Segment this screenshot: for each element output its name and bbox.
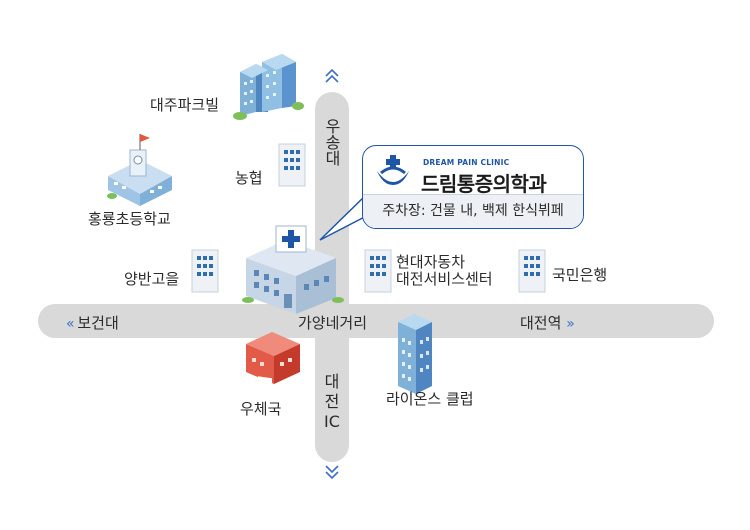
road-label-south-2: 전 [324, 392, 340, 411]
label-hyundai-line2: 대전서비스센터 [396, 270, 493, 288]
tower-building-icon [398, 314, 432, 394]
road-label-south: 대 전 IC [321, 372, 343, 432]
parking-info: 주차장: 건물 내, 백제 한식뷔페 [363, 194, 583, 228]
road-label-south-3: IC [324, 412, 340, 431]
label-hyundai-service-center: 현대자동차 대전서비스센터 [396, 254, 493, 288]
label-post-office: 우체국 [240, 400, 282, 418]
office-building-icon [191, 249, 219, 293]
road-label-west-text: 보건대 [77, 314, 119, 332]
double-chevron-left-icon: « [66, 316, 74, 332]
road-label-east-text: 대전역 [520, 314, 562, 332]
clinic-building-icon [242, 225, 344, 314]
school-building-icon [107, 134, 172, 206]
office-building-icon [364, 249, 392, 293]
label-lions-club: 라이온스 클럽 [386, 390, 474, 408]
label-nonghyup: 농협 [235, 169, 263, 187]
road-label-north: 우송대 [321, 118, 343, 166]
double-chevron-down-icon [325, 465, 339, 480]
label-hyundai-line1: 현대자동차 [396, 253, 466, 271]
post-office-building-icon [246, 332, 300, 387]
label-yangban: 양반고을 [124, 270, 180, 288]
office-building-icon [518, 249, 546, 293]
label-hongryong-school: 홍룡초등학교 [88, 210, 171, 228]
road-label-west: « 보건대 [66, 312, 119, 333]
apartment-building-icon [233, 54, 304, 120]
label-daeju-park-ville: 대주파크빌 [150, 96, 220, 114]
office-building-icon [278, 143, 306, 187]
clinic-name-english: DREAM PAIN CLINIC [423, 158, 510, 167]
clinic-name-korean: 드림통증의학과 [421, 172, 547, 196]
intersection-label: 가양네거리 [298, 314, 368, 332]
road-label-north-text: 우송대 [322, 118, 341, 166]
clinic-callout: DREAM PAIN CLINIC 드림통증의학과 주차장: 건물 내, 백제 … [362, 145, 584, 229]
road-label-south-1: 대 [324, 372, 340, 391]
double-chevron-right-icon: » [566, 316, 574, 332]
double-chevron-up-icon [325, 68, 339, 83]
horizontal-road [38, 304, 714, 338]
road-label-east: 대전역 » [520, 312, 575, 333]
label-kookmin-bank: 국민은행 [552, 266, 608, 284]
clinic-logo-icon [377, 155, 409, 185]
